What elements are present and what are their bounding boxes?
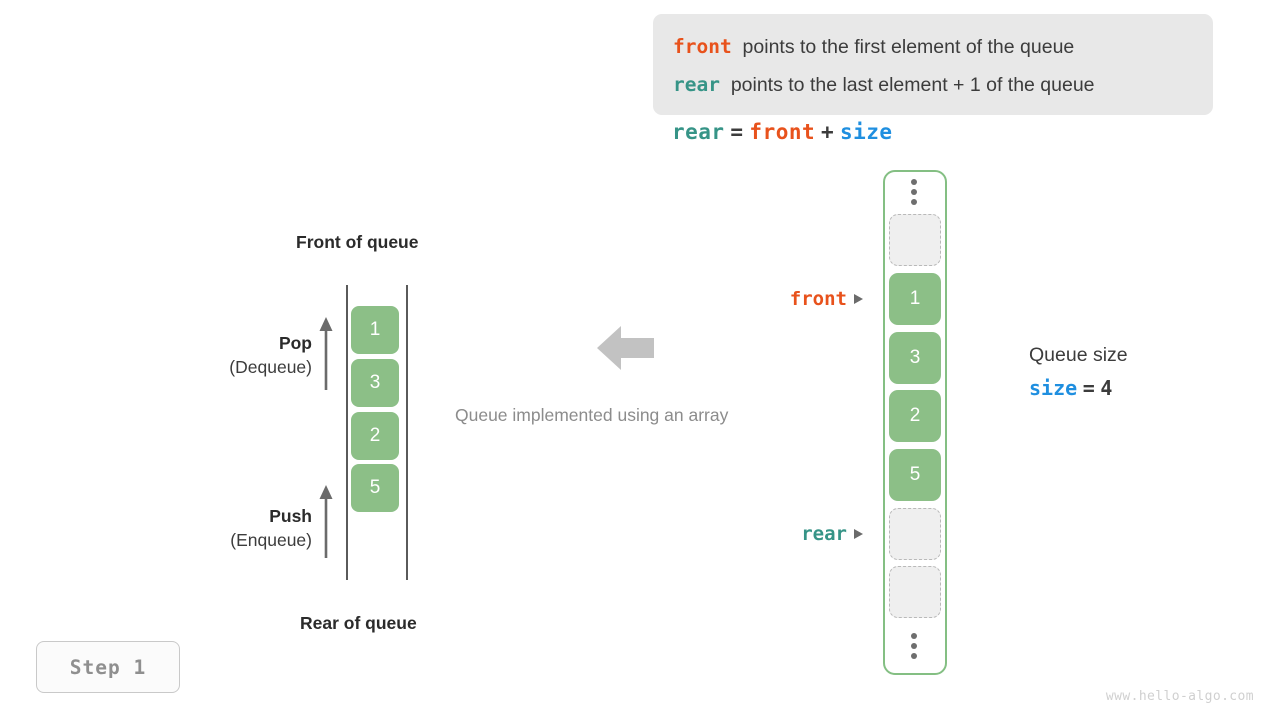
front-pointer-label: front [700,288,863,311]
size-variable: size [1029,376,1078,400]
queue-cell: 3 [351,359,399,407]
info-text-front: points to the first element of the queue [742,36,1075,58]
pop-operation-label: Pop (Dequeue) [172,333,312,378]
formula-equals: = [730,120,744,144]
center-caption: Queue implemented using an array [455,405,729,425]
pop-title: Pop [278,333,312,353]
size-value: 4 [1100,376,1113,400]
formula-rhs-size: size [839,120,893,144]
front-pointer-text: front [789,288,847,310]
formula-lhs: rear [672,120,725,144]
queue-size-title: Queue size [1029,344,1128,366]
formula-rhs-front: front [749,120,816,144]
keyword-front: front [673,35,732,58]
rear-pointer-text: rear [801,523,847,545]
array-cell-filled: 5 [889,449,941,501]
info-line-front: front points to the first element of the… [673,28,1193,66]
push-title: Push [269,506,312,526]
front-pointer-caret-icon [854,293,863,304]
info-line-rear: rear points to the last element + 1 of t… [673,66,1193,104]
formula-rear-equals-front-plus-size: rear = front + size [672,120,893,145]
array-container [883,170,947,675]
array-cell-filled: 2 [889,390,941,442]
array-cell-filled: 3 [889,332,941,384]
watermark: www.hello-algo.com [1105,689,1254,704]
keyword-rear: rear [673,73,720,96]
push-up-arrow-icon [319,485,333,558]
rear-of-queue-label: Rear of queue [300,613,417,633]
array-ellipsis-bottom-icon [911,633,918,659]
rear-pointer-label: rear [700,523,863,546]
queue-rail-right [406,285,408,580]
pop-subtitle: (Dequeue) [229,357,312,377]
pop-up-arrow-icon [319,317,333,390]
queue-rail-left [346,285,348,580]
info-text-rear: points to the last element + 1 of the qu… [730,74,1095,96]
push-subtitle: (Enqueue) [230,530,312,550]
array-cell-empty [889,508,941,560]
queue-cell: 1 [351,306,399,354]
formula-plus: + [820,120,835,144]
array-cell-empty [889,566,941,618]
rear-pointer-caret-icon [854,528,863,539]
array-cell-empty [889,214,941,266]
pointer-definitions-panel: front points to the first element of the… [653,14,1213,115]
step-badge: Step 1 [36,641,180,693]
queue-cell: 5 [351,464,399,512]
queue-cell: 2 [351,412,399,460]
array-cell-filled: 1 [889,273,941,325]
front-of-queue-label: Front of queue [296,232,419,252]
left-arrow-icon [597,326,654,370]
queue-size-note: Queue size size = 4 [1029,344,1128,401]
array-ellipsis-top-icon [911,179,918,205]
push-operation-label: Push (Enqueue) [172,506,312,551]
queue-size-expression: size = 4 [1029,376,1128,401]
size-equals: = [1082,376,1095,400]
